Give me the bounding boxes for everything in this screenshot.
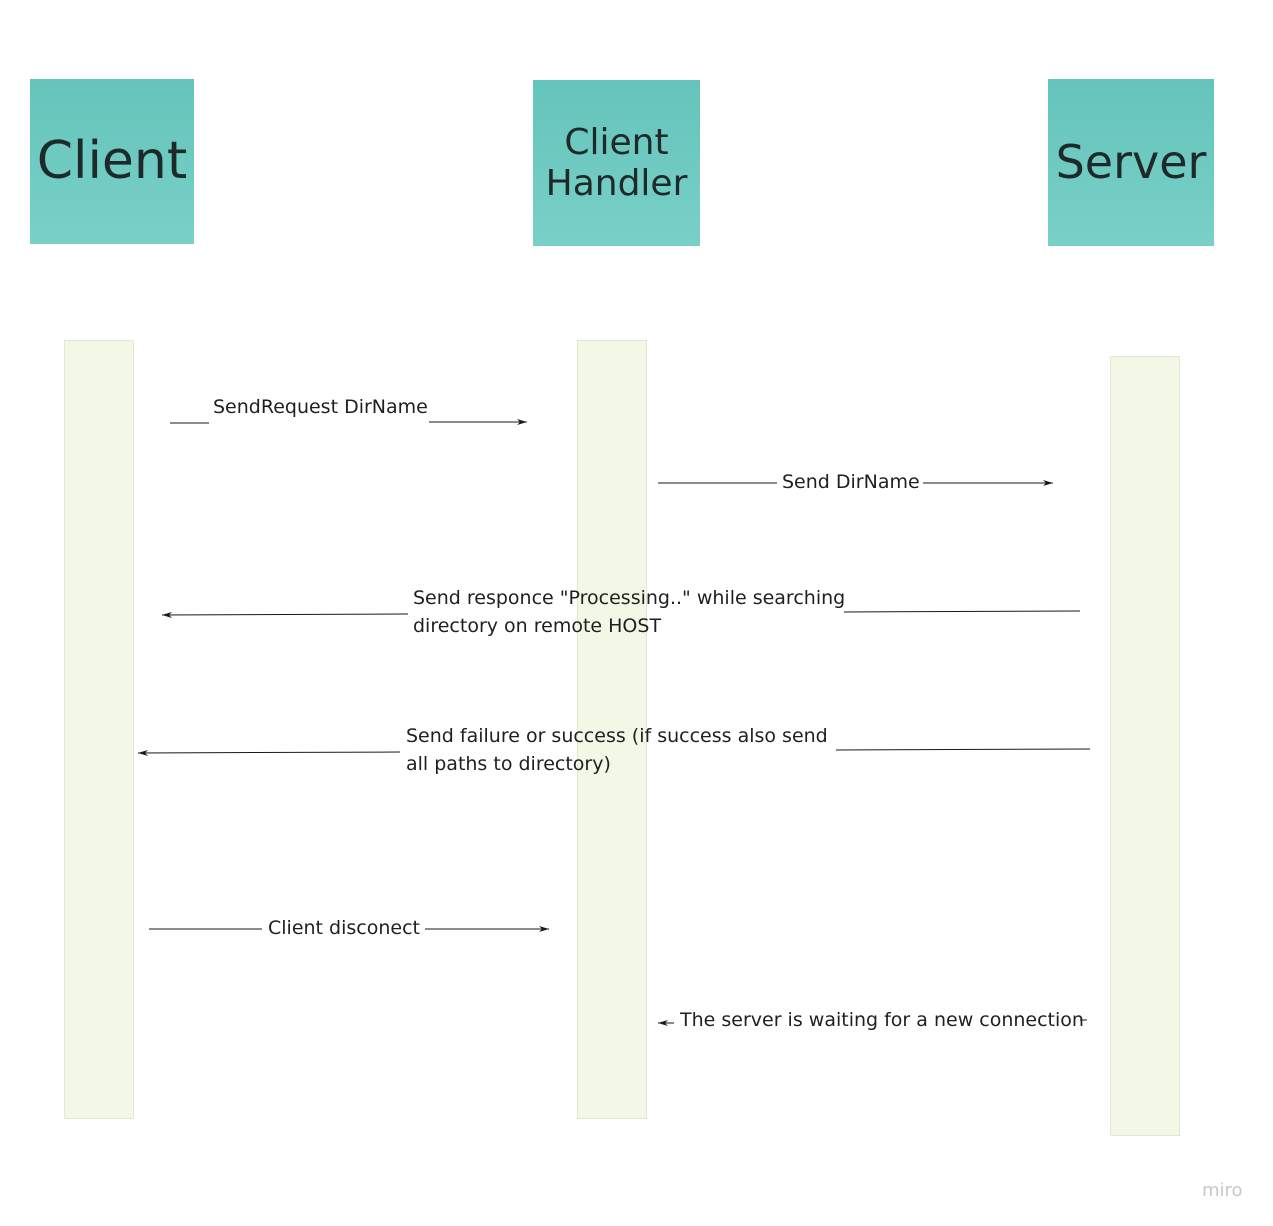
participant-client[interactable]: Client <box>30 79 194 244</box>
lifeline-client <box>64 340 134 1119</box>
participant-server[interactable]: Server <box>1048 79 1214 246</box>
arrow-result-head <box>137 749 401 756</box>
participant-server-label: Server <box>1055 135 1207 190</box>
arrow-result-tail <box>835 748 1091 751</box>
message-result-line2: all paths to directory) <box>406 753 611 775</box>
participant-client-handler[interactable]: Client Handler <box>533 80 700 246</box>
participant-client-label: Client <box>36 130 188 191</box>
message-send-dirname: Send DirName <box>782 471 920 493</box>
message-processing-line1: Send responce "Processing.." while searc… <box>413 587 846 609</box>
message-send-request: SendRequest DirName <box>213 396 428 418</box>
arrow-processing-head <box>161 611 409 618</box>
lifeline-client-handler <box>577 340 647 1119</box>
message-server-waiting: The server is waiting for a new connecti… <box>680 1009 1084 1031</box>
participant-client-handler-label: Client Handler <box>545 121 688 204</box>
message-processing-line2: directory on remote HOST <box>413 615 662 637</box>
message-client-disconnect: Client disconect <box>268 917 420 939</box>
arrow-processing-tail <box>843 610 1081 613</box>
message-result-line1: Send failure or success (if success also… <box>406 725 828 747</box>
miro-watermark: miro <box>1202 1180 1243 1201</box>
lifeline-server <box>1110 356 1180 1136</box>
